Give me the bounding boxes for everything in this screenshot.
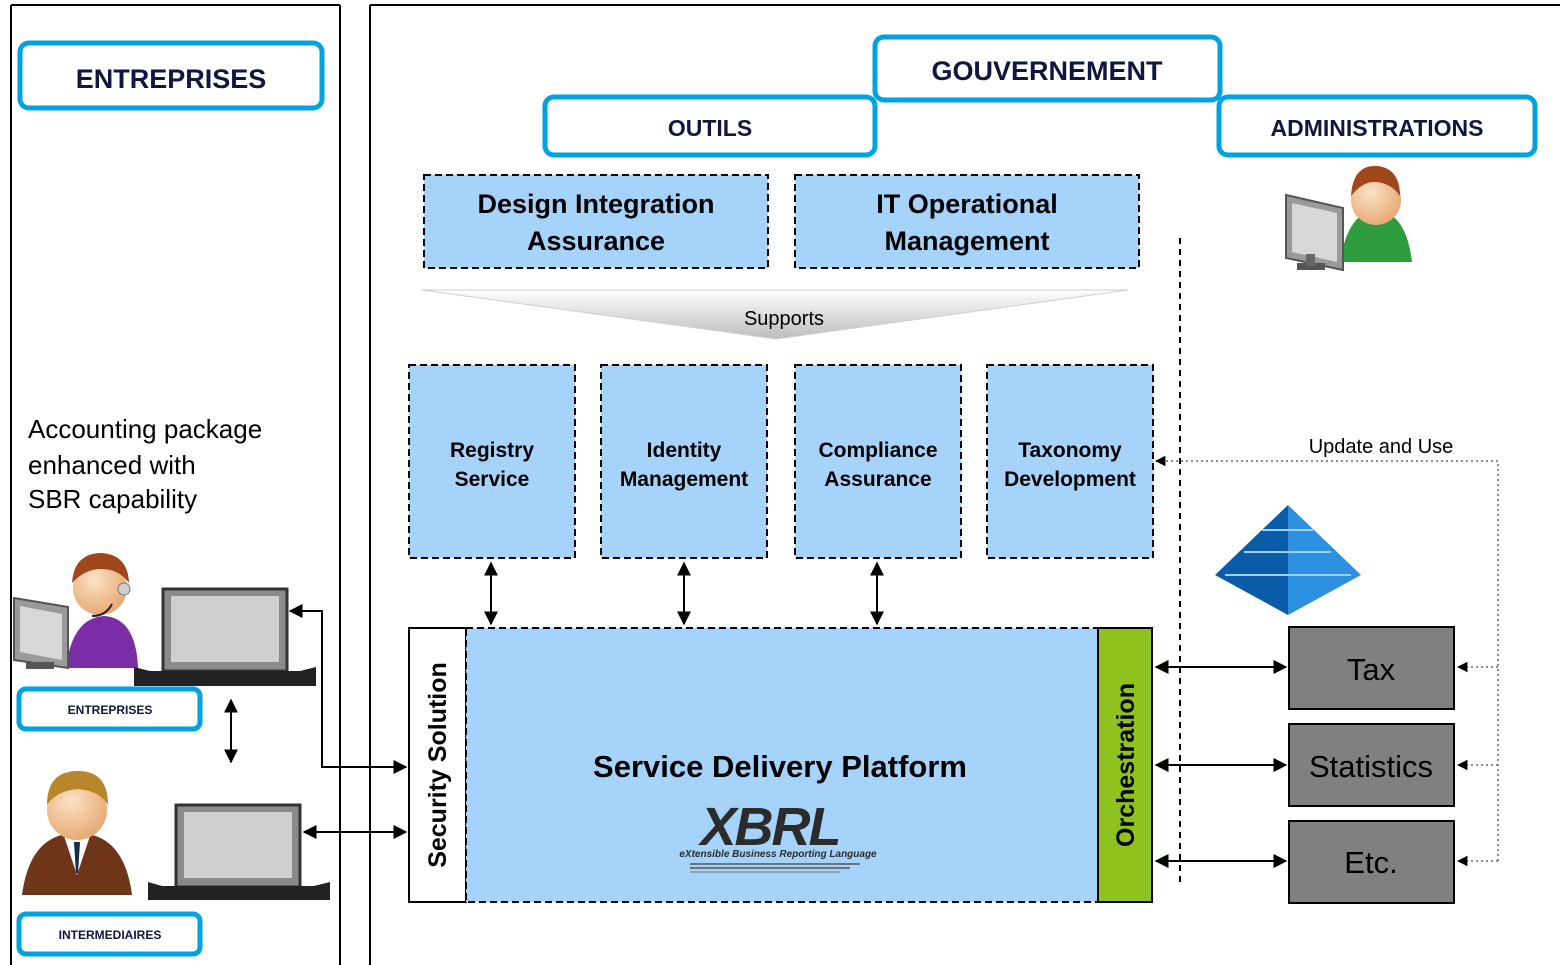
update-and-use-connector: Update and Use — [1154, 436, 1499, 867]
laptop-security-arrows — [288, 604, 408, 839]
accounting-line3: SBR capability — [28, 484, 197, 514]
intermediaires-label: INTERMEDIAIRES — [59, 928, 162, 942]
registry-line2: Service — [455, 468, 530, 491]
update-and-use-label: Update and Use — [1309, 436, 1454, 458]
etc-label: Etc. — [1344, 845, 1397, 880]
identity-line2: Management — [620, 468, 748, 491]
registry-line1: Registry — [450, 439, 534, 462]
platform-title: Service Delivery Platform — [593, 749, 967, 784]
intermediaires-box: INTERMEDIAIRES — [16, 911, 203, 957]
accounting-line1: Accounting package — [28, 414, 262, 444]
supports-label: Supports — [744, 308, 824, 330]
government-panel-frame — [369, 4, 1560, 965]
service-delivery-platform: Service Delivery Platform — [465, 627, 1099, 903]
taxonomy-line1: Taxonomy — [1018, 439, 1122, 462]
design-integration-box: Design Integration Assurance — [423, 174, 769, 269]
it-operational-line2: Management — [884, 226, 1049, 256]
entreprises-header-box: ENTREPRISES — [17, 40, 325, 111]
xbrl-logo-text: XBRL — [698, 797, 840, 857]
taxonomy-line2: Development — [1004, 468, 1136, 491]
identity-line1: Identity — [647, 439, 722, 462]
orchestration-label: Orchestration — [1112, 683, 1140, 847]
security-solution-label: Security Solution — [424, 662, 452, 868]
design-integration-line2: Assurance — [527, 226, 665, 256]
taxonomy-pyramid-icon — [1215, 505, 1361, 615]
security-solution-box: Security Solution — [408, 627, 467, 903]
enterprises-panel-frame — [10, 4, 341, 965]
outils-label: OUTILS — [668, 115, 752, 141]
statistics-box: Statistics — [1288, 723, 1455, 807]
compliance-assurance-box: Compliance Assurance — [794, 364, 962, 559]
xbrl-stripes — [690, 863, 860, 873]
it-operational-box: IT Operational Management — [794, 174, 1140, 269]
xbrl-tagline: eXtensible Business Reporting Language — [679, 849, 877, 860]
it-operational-line1: IT Operational — [876, 189, 1058, 219]
entreprises-small-box: ENTREPRISES — [16, 686, 203, 732]
xbrl-logo: XBRL eXtensible Business Reporting Langu… — [679, 797, 877, 873]
entreprises-header-label: ENTREPRISES — [76, 64, 267, 94]
gouvernement-box: GOUVERNEMENT — [872, 34, 1223, 103]
businessman-person-icon — [22, 771, 132, 895]
etc-box: Etc. — [1288, 820, 1455, 904]
service-platform-arrows — [484, 561, 884, 626]
call-center-person-icon — [13, 553, 138, 670]
design-integration-line1: Design Integration — [477, 189, 714, 219]
tax-box: Tax — [1288, 626, 1455, 710]
statistics-label: Statistics — [1309, 749, 1433, 784]
gouvernement-label: GOUVERNEMENT — [931, 56, 1163, 86]
enterprise-laptop-icon — [134, 587, 316, 686]
entreprises-small-label: ENTREPRISES — [68, 703, 153, 717]
outils-box: OUTILS — [542, 94, 878, 158]
orchestration-admin-arrows — [1154, 660, 1288, 868]
accounting-line2: enhanced with — [28, 450, 196, 480]
taxonomy-development-box: Taxonomy Development — [986, 364, 1154, 559]
registry-service-box: Registry Service — [408, 364, 576, 559]
compliance-line2: Assurance — [824, 468, 931, 491]
supports-chevron: Supports — [421, 289, 1129, 340]
tax-label: Tax — [1347, 652, 1396, 687]
compliance-line1: Compliance — [818, 439, 937, 462]
orchestration-box: Orchestration — [1097, 627, 1153, 903]
accounting-package-text: Accounting package enhanced with SBR cap… — [28, 414, 262, 514]
intermediary-laptop-icon — [148, 803, 330, 900]
administrations-box: ADMINISTRATIONS — [1216, 94, 1538, 158]
administration-person-icon — [1285, 165, 1412, 272]
identity-management-box: Identity Management — [600, 364, 768, 559]
administrations-label: ADMINISTRATIONS — [1271, 115, 1484, 141]
